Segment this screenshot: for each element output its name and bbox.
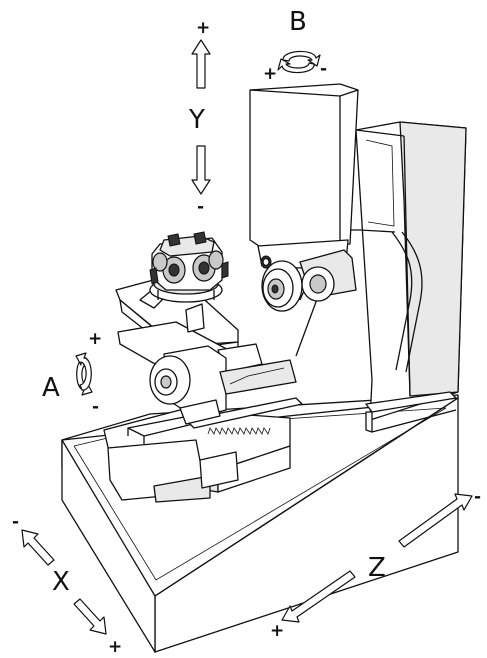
spindle-head [249, 83, 359, 312]
b-minus-label: - [320, 59, 327, 79]
y-plus-label: + [196, 18, 210, 38]
y-axis-label: Y [188, 105, 205, 135]
b-plus-label: + [263, 64, 277, 84]
z-axis-indicator: - Z + [270, 487, 481, 641]
x-axis-label: X [52, 567, 70, 597]
y-minus-arrow [191, 145, 211, 195]
a-axis-carriage [115, 273, 297, 425]
a-minus-label: - [92, 397, 99, 417]
z-minus-label: - [474, 487, 481, 507]
machine-column [295, 121, 467, 433]
z-plus-arrow [281, 570, 356, 623]
b-rotation-icon [277, 50, 321, 74]
b-axis-fixture [139, 231, 229, 333]
z-axis-label: Z [368, 553, 386, 583]
b-axis-label: B [289, 7, 307, 37]
a-axis-label: A [42, 373, 60, 403]
z-plus-label: + [270, 621, 284, 641]
a-rotation-icon [75, 352, 93, 396]
x-plus-arrow [73, 598, 107, 635]
y-minus-label: - [197, 197, 204, 217]
a-plus-label: + [88, 329, 102, 349]
x-axis-indicator: - X + [12, 512, 122, 657]
x-minus-label: - [12, 512, 19, 532]
y-plus-arrow [191, 39, 211, 89]
x-minus-arrow [21, 529, 55, 566]
a-axis-indicator: A + - [42, 329, 102, 417]
y-axis-indicator: + Y - [188, 18, 211, 217]
x-plus-label: + [108, 637, 122, 654]
b-axis-indicator: B + - [263, 7, 327, 84]
z-minus-arrow [398, 493, 473, 548]
